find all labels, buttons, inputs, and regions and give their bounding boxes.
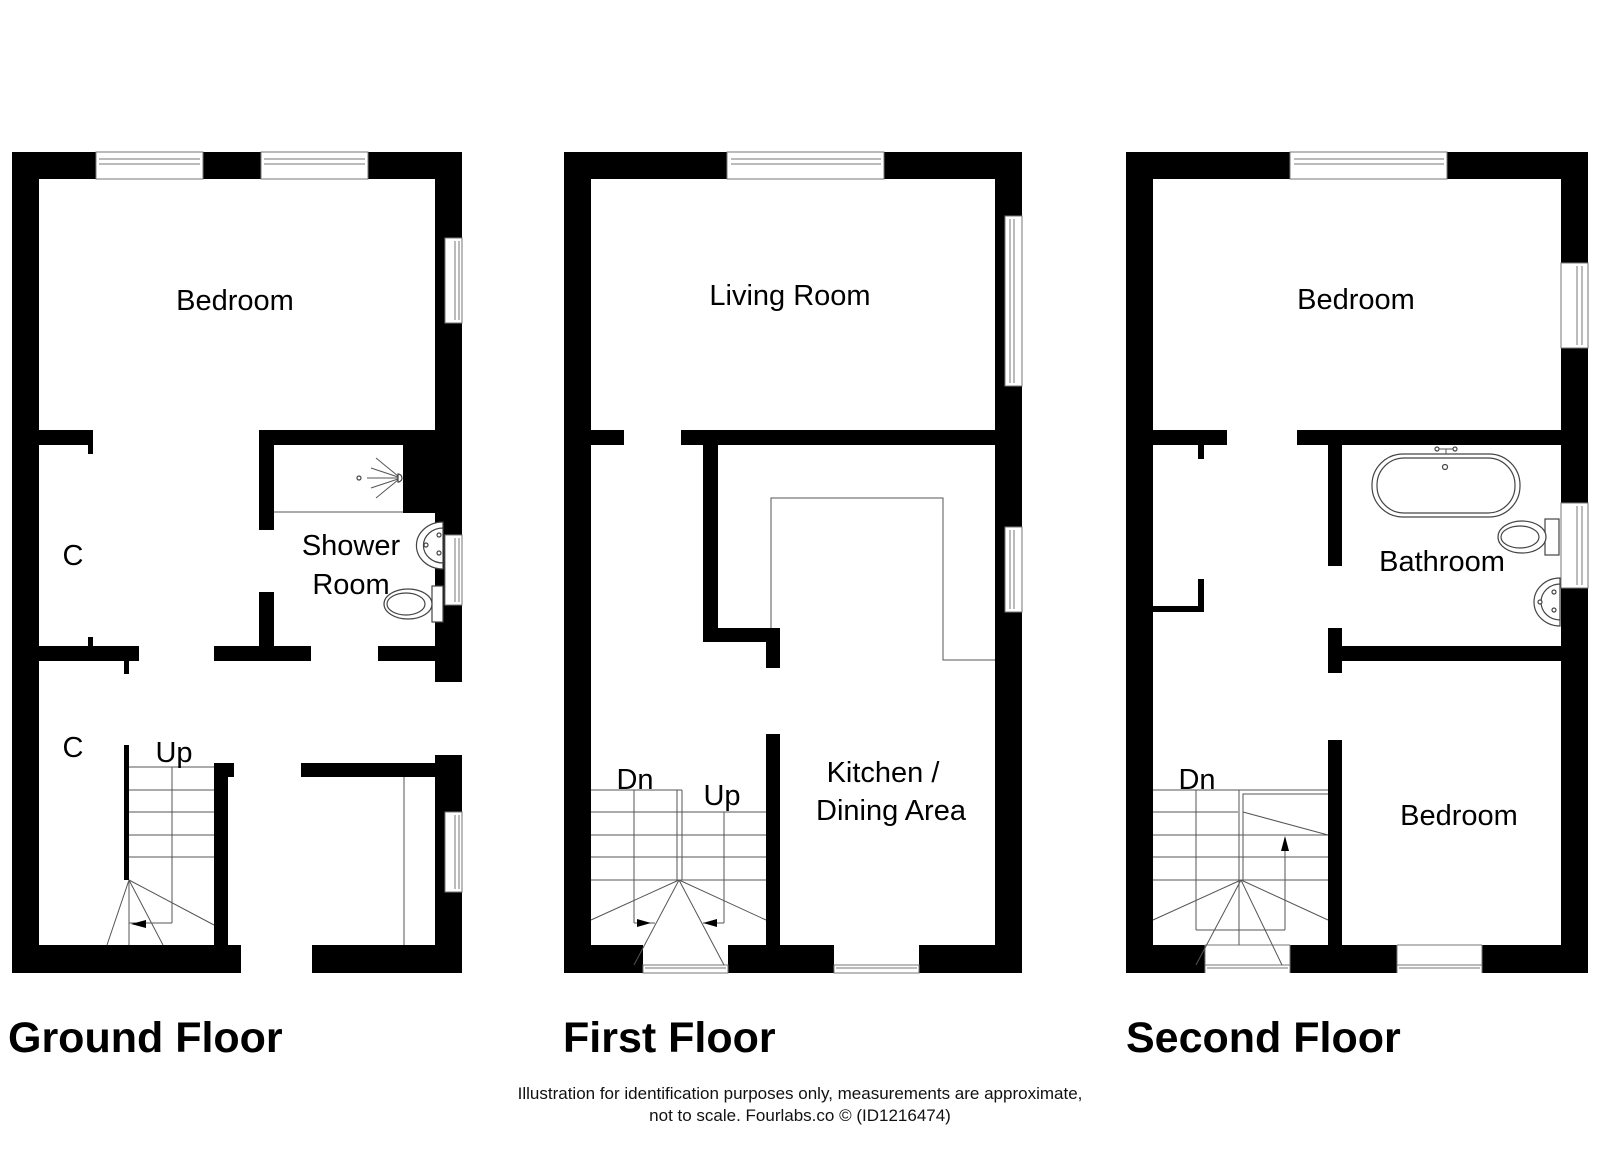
wall [88, 430, 93, 454]
second-floor-plan: Bedroom Bathroom Bedroom Dn Second Floor [1126, 151, 1589, 1062]
window-icon [833, 964, 920, 974]
wall [703, 445, 718, 637]
wall [259, 430, 462, 445]
wall [564, 152, 591, 972]
wall [1198, 445, 1204, 459]
wall [259, 430, 274, 530]
wall [1126, 945, 1588, 973]
window-icon [1396, 944, 1483, 973]
wall [214, 646, 311, 661]
wall [1153, 606, 1204, 612]
wall [564, 430, 624, 445]
floor-title-first: First Floor [563, 1014, 776, 1062]
window-icon [444, 811, 463, 893]
disclaimer-line-2: not to scale. Fourlabs.co © (ID1216474) [649, 1106, 951, 1125]
wall [1328, 628, 1342, 673]
toilet-icon [1497, 518, 1560, 556]
window-icon [1204, 944, 1291, 973]
room-label-kitchen: Kitchen / [827, 757, 941, 789]
disclaimer-line-1: Illustration for identification purposes… [517, 1084, 1083, 1103]
bathtub-icon [1371, 446, 1521, 518]
wall [259, 592, 274, 659]
wall [378, 646, 462, 661]
staircase-icon [106, 766, 215, 946]
stairs-down-label: Dn [616, 764, 653, 796]
window-icon [444, 534, 463, 606]
wall [124, 745, 129, 880]
first-floor-plan: Living Room Kitchen / Dining Area Dn Up … [563, 151, 1023, 1062]
shower-head-icon [356, 457, 403, 499]
floor-title-second: Second Floor [1126, 1014, 1401, 1062]
basin-icon [415, 521, 444, 570]
window-icon [642, 964, 729, 974]
wall [1126, 152, 1153, 972]
wall [1342, 646, 1588, 661]
wall [1198, 579, 1204, 612]
window-icon [1289, 151, 1448, 180]
room-label-bedroom: Bedroom [176, 285, 294, 317]
basin-icon [1533, 577, 1561, 627]
wall [12, 152, 39, 972]
room-label-shower-room: Shower [302, 530, 401, 562]
wall [1297, 430, 1588, 445]
wall [703, 628, 780, 642]
wall [12, 152, 462, 179]
room-label-dining-area: Dining Area [816, 795, 967, 827]
wall [214, 763, 234, 777]
window-icon [444, 237, 463, 324]
window-icon [643, 964, 919, 969]
staircase-icon [590, 789, 767, 966]
wall [766, 628, 780, 668]
room-label-cupboard: C [63, 540, 84, 572]
wall [312, 945, 462, 973]
wall [214, 763, 228, 945]
wall [681, 430, 1022, 445]
toilet-icon [383, 585, 444, 623]
wall [1126, 430, 1227, 445]
ground-floor-plan: Bedroom C Shower Room C Up Ground Floor [8, 151, 463, 1062]
wall [12, 646, 139, 661]
window-icon [1004, 526, 1023, 613]
window-icon [1004, 215, 1023, 387]
staircase-icon [1152, 789, 1329, 966]
window-icon [1560, 502, 1589, 589]
room-label-shower-room-line2: Room [312, 569, 389, 601]
wall [12, 430, 93, 445]
stairs-down-label: Dn [1178, 764, 1215, 796]
stairs-up-label: Up [155, 737, 192, 769]
wall [1328, 740, 1342, 945]
wall [403, 445, 462, 513]
wall [301, 763, 462, 777]
room-label-cupboard: C [63, 732, 84, 764]
room-label-bedroom: Bedroom [1400, 800, 1518, 832]
wall [124, 660, 129, 674]
wall [12, 945, 241, 973]
window-icon [260, 151, 369, 180]
room-label-bedroom: Bedroom [1297, 284, 1415, 316]
wall [564, 945, 1022, 973]
window-icon [95, 151, 204, 180]
room-label-bathroom: Bathroom [1379, 546, 1505, 578]
wall [1328, 445, 1342, 566]
window-icon [726, 151, 885, 180]
stairs-up-label: Up [703, 780, 740, 812]
floor-title-ground: Ground Floor [8, 1014, 283, 1062]
window-icon [1560, 262, 1589, 349]
room-label-living-room: Living Room [709, 280, 870, 312]
wall [88, 637, 93, 647]
wall [766, 734, 780, 945]
